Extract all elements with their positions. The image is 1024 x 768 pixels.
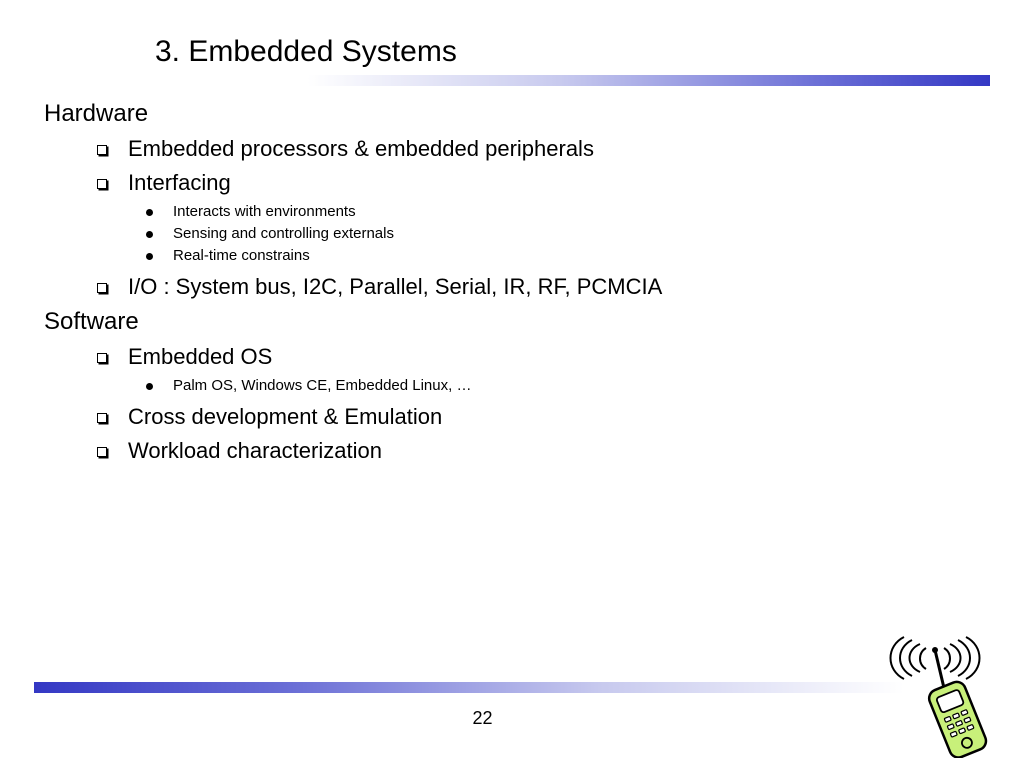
section-heading-software: Software	[44, 308, 139, 335]
round-bullet-icon	[146, 231, 153, 238]
bullet-text: Embedded OS	[128, 344, 273, 369]
bullet-item: I/O : System bus, I2C, Parallel, Serial,…	[44, 272, 944, 301]
sub-bullet-text: Sensing and controlling externals	[173, 225, 394, 242]
bullet-item: Embedded processors & embedded periphera…	[44, 134, 944, 163]
square-bullet-icon	[97, 413, 107, 423]
bullet-item: Embedded OS	[44, 342, 944, 371]
round-bullet-icon	[146, 209, 153, 216]
title-underline-bar	[42, 75, 990, 86]
sub-bullet-item: Sensing and controlling externals	[44, 224, 944, 244]
round-bullet-icon	[146, 383, 153, 390]
round-bullet-icon	[146, 253, 153, 260]
section-heading-hardware: Hardware	[44, 100, 149, 127]
footer-bar	[34, 682, 904, 693]
square-bullet-icon	[97, 283, 107, 293]
page-number: 22	[472, 708, 493, 728]
bullet-text: Cross development & Emulation	[128, 404, 443, 429]
sub-bullet-item: Interacts with environments	[44, 202, 944, 222]
slide-content: Hardware Embedded processors & embedded …	[44, 98, 944, 470]
bullet-item: Cross development & Emulation	[44, 402, 944, 431]
bullet-item: Interfacing	[44, 168, 944, 197]
bullet-text: Embedded processors & embedded periphera…	[128, 136, 594, 161]
sub-bullet-item: Palm OS, Windows CE, Embedded Linux, …	[44, 376, 944, 396]
square-bullet-icon	[97, 145, 107, 155]
bullet-text: Interfacing	[128, 170, 231, 195]
square-bullet-icon	[97, 179, 107, 189]
sub-bullet-text: Palm OS, Windows CE, Embedded Linux, …	[173, 377, 472, 394]
bullet-text: I/O : System bus, I2C, Parallel, Serial,…	[128, 274, 663, 299]
bullet-text: Workload characterization	[128, 438, 382, 463]
cellphone-signal-icon	[889, 636, 988, 758]
sub-bullet-item: Real-time constrains	[44, 246, 944, 266]
sub-bullet-text: Interacts with environments	[173, 203, 356, 220]
bullet-item: Workload characterization	[44, 436, 944, 465]
square-bullet-icon	[97, 353, 107, 363]
square-bullet-icon	[97, 447, 107, 457]
sub-bullet-text: Real-time constrains	[173, 247, 310, 264]
slide-title: 3. Embedded Systems	[155, 35, 457, 68]
